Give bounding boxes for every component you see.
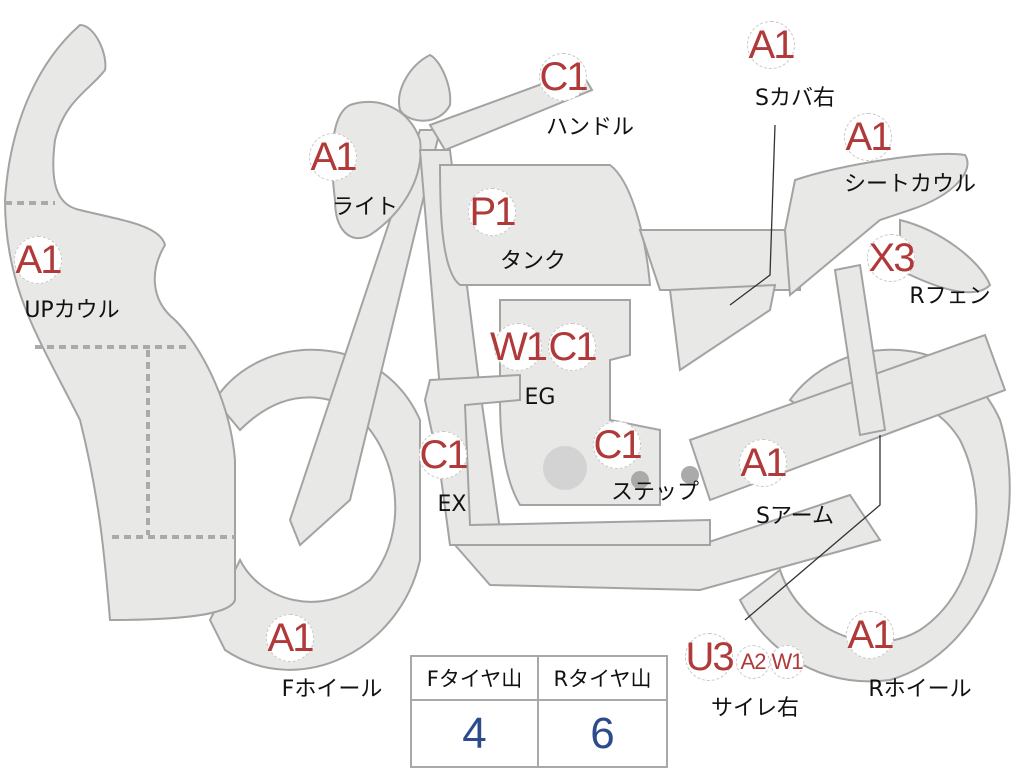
condition-code-badge: A2	[736, 645, 770, 679]
condition-code-badge: W1	[490, 323, 548, 371]
seat	[638, 229, 801, 291]
part-label: Fホイール	[281, 677, 383, 702]
front-tire-value: 4	[412, 701, 539, 766]
rear-wheel-shape	[738, 348, 1011, 683]
condition-code-badge: U3	[685, 633, 735, 681]
part-label: ライト	[331, 195, 399, 220]
condition-code-badge: P1	[468, 188, 516, 236]
engine-cover	[543, 446, 587, 490]
condition-code-badge: A1	[266, 614, 314, 662]
condition-code-badge: X3	[867, 234, 915, 282]
part-label: ステップ	[610, 480, 700, 505]
part-label: EX	[437, 492, 467, 517]
condition-code-badge: A1	[739, 439, 787, 487]
cowl-section-dividers	[5, 201, 235, 539]
condition-code-badge: C1	[419, 431, 469, 479]
condition-code-badge: A1	[846, 611, 894, 659]
part-label: タンク	[499, 249, 567, 274]
part-label: ハンドル	[545, 115, 635, 140]
condition-code-badge: C1	[593, 421, 643, 469]
step-peg	[681, 466, 699, 484]
seat-cowl	[783, 153, 969, 298]
leader-lines	[729, 124, 881, 621]
mirror	[398, 53, 452, 122]
part-label: Sアーム	[756, 504, 834, 529]
condition-code-badge: W1	[770, 645, 804, 679]
part-label: Rフェン	[909, 284, 991, 309]
part-label: シートカウル	[843, 172, 977, 197]
part-label: サイレ右	[710, 696, 800, 721]
condition-code-badge: A1	[309, 133, 357, 181]
condition-code-badge: A1	[844, 113, 892, 161]
front-tire-header: Fタイヤ山	[412, 657, 539, 701]
rear-fender	[899, 218, 992, 294]
part-label: Rホイール	[868, 677, 972, 702]
condition-code-badge: C1	[548, 323, 598, 371]
step-peg	[631, 471, 649, 489]
part-label: EG	[524, 385, 556, 410]
condition-code-badge: C1	[539, 53, 589, 101]
condition-code-badge: A1	[14, 236, 62, 284]
side-cover	[668, 283, 777, 372]
part-label: Sカバ右	[755, 86, 835, 111]
rear-shock	[833, 263, 887, 437]
tire-tread-table: Fタイヤ山 Rタイヤ山 4 6	[410, 655, 668, 768]
part-label: UPカウル	[24, 298, 120, 323]
condition-code-badge: A1	[747, 21, 795, 69]
rear-tire-value: 6	[590, 708, 615, 758]
rear-tire-header: Rタイヤ山	[539, 657, 666, 701]
